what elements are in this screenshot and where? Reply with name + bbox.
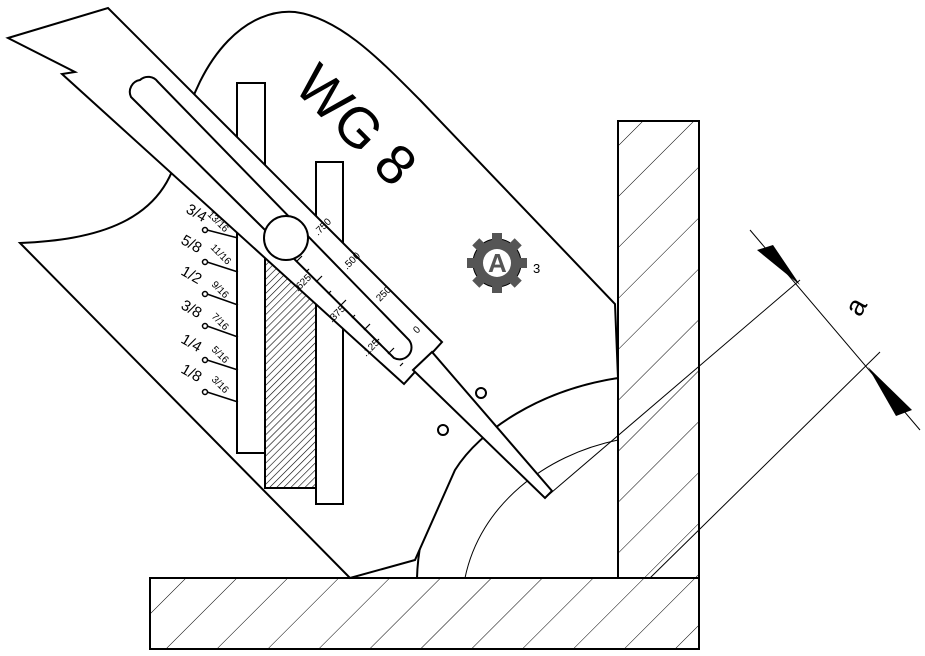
wall-plate	[617, 120, 700, 579]
dimension-arrow-icon	[868, 367, 912, 416]
fraction-ticks	[201, 226, 239, 403]
locking-knob[interactable]	[263, 215, 309, 261]
hole-lower	[437, 424, 449, 436]
base-plate	[149, 577, 700, 650]
dimension-arrow-icon	[757, 245, 800, 285]
weld-bead-inner	[464, 439, 619, 579]
pointer-rod	[411, 350, 554, 500]
left-strip	[236, 82, 266, 454]
hole-upper	[475, 387, 487, 399]
dimension-a: a	[544, 229, 921, 579]
svg-text:A: A	[488, 248, 507, 278]
logo-mark: 3	[533, 261, 540, 276]
right-strip	[315, 161, 344, 505]
dimension-label: a	[838, 292, 873, 321]
slide-slot	[128, 75, 413, 361]
slide-arm	[5, 6, 444, 386]
gear-a-logo-icon: A 3	[467, 233, 540, 293]
slide-ticks	[295, 255, 404, 367]
